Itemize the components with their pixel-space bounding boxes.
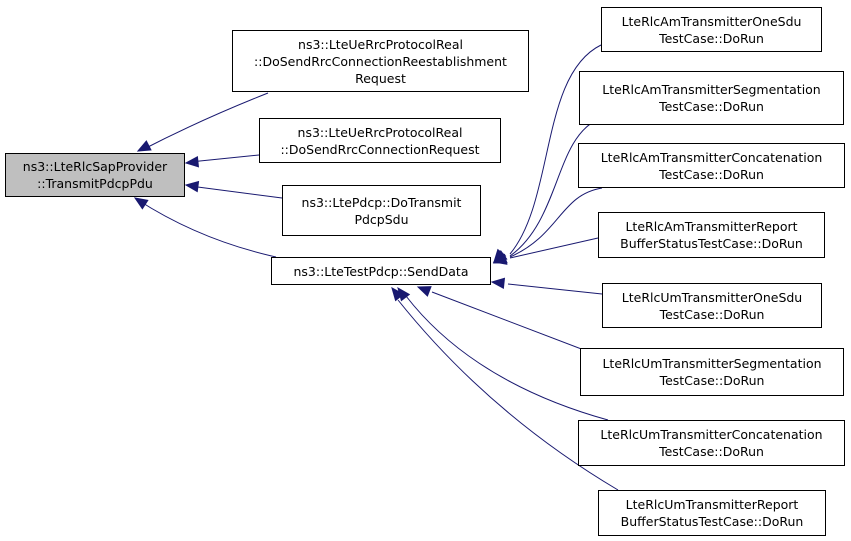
arrowhead-icon xyxy=(391,286,405,302)
node-label-line: ns3::LteUeRrcProtocolReal xyxy=(297,124,463,140)
node-label-line: PdcpSdu xyxy=(354,211,409,227)
node-send-rrc-connection-request[interactable]: ns3::LteUeRrcProtocolReal ::DoSendRrcCon… xyxy=(259,118,501,163)
node-am-one-sdu[interactable]: LteRlcAmTransmitterOneSdu TestCase::DoRu… xyxy=(601,7,822,52)
edge-am-concatenation-to-send-data xyxy=(509,187,603,258)
node-label-line: LteRlcAmTransmitterSegmentation xyxy=(602,82,821,97)
edge-send-rrc-reestablishment-to-transmit-pdcp-pdu xyxy=(141,92,269,151)
node-um-segmentation[interactable]: LteRlcUmTransmitterSegmentation TestCase… xyxy=(580,348,844,396)
edge-um-report-buffer-to-send-data xyxy=(397,299,619,491)
arrowhead-icon xyxy=(184,180,200,193)
edge-do-transmit-pdcp-sdu-to-transmit-pdcp-pdu xyxy=(189,185,283,199)
node-label-line: LteRlcAmTransmitterOneSdu xyxy=(621,13,802,29)
node-label-line: LteRlcAmTransmitterReport xyxy=(625,219,798,234)
node-am-concatenation[interactable]: LteRlcAmTransmitterConcatenation TestCas… xyxy=(578,143,845,188)
node-do-transmit-pdcp-sdu[interactable]: ns3::LtePdcp::DoTransmit PdcpSdu xyxy=(282,185,481,236)
node-label-line: TestCase::DoRun xyxy=(659,444,764,459)
edge-am-segmentation-to-send-data xyxy=(509,119,598,257)
edge-send-data-to-transmit-pdcp-pdu xyxy=(137,199,277,258)
node-label-line: BufferStatusTestCase::DoRun xyxy=(620,236,803,251)
node-label-line: TestCase::DoRun xyxy=(659,306,765,322)
node-label-line: LteRlcUmTransmitterReport xyxy=(625,497,799,512)
node-label-line: LteRlcUmTransmitterOneSdu xyxy=(621,289,803,305)
arrowhead-icon xyxy=(416,286,432,297)
node-label-line: ns3::LteUeRrcProtocolReal xyxy=(298,36,463,52)
node-label-line: TestCase::DoRun xyxy=(659,30,764,46)
node-send-data[interactable]: ns3::LteTestPdcp::SendData xyxy=(271,257,491,285)
node-am-report-buffer[interactable]: LteRlcAmTransmitterReport BufferStatusTe… xyxy=(598,212,825,258)
node-label-line: ::TransmitPdcpPdu xyxy=(37,176,153,191)
arrowhead-icon xyxy=(490,277,506,290)
edge-am-report-buffer-to-send-data xyxy=(509,237,599,259)
node-send-rrc-reestablishment[interactable]: ns3::LteUeRrcProtocolReal ::DoSendRrcCon… xyxy=(232,30,529,92)
node-label-line: LteRlcUmTransmitterSegmentation xyxy=(602,356,822,371)
edge-um-concatenation-to-send-data xyxy=(405,295,609,421)
node-transmit-pdcp-pdu: ns3::LteRlcSapProvider ::TransmitPdcpPdu xyxy=(5,153,185,197)
edge-um-one-sdu-to-send-data xyxy=(507,283,603,295)
node-label-line: ::DoSendRrcConnectionReestablishment xyxy=(254,53,507,69)
node-label-line: ns3::LtePdcp::DoTransmit xyxy=(301,194,462,210)
node-label-line: ns3::LteTestPdcp::SendData xyxy=(293,263,469,279)
node-label-line: ns3::LteRlcSapProvider xyxy=(22,159,168,174)
node-label-line: BufferStatusTestCase::DoRun xyxy=(620,514,804,529)
arrowhead-icon xyxy=(184,156,200,168)
edge-am-one-sdu-to-send-data xyxy=(509,44,602,255)
node-label-line: TestCase::DoRun xyxy=(659,166,764,182)
node-um-report-buffer[interactable]: LteRlcUmTransmitterReport BufferStatusTe… xyxy=(598,490,826,536)
node-label-line: Request xyxy=(355,70,406,86)
node-label-line: LteRlcAmTransmitterConcatenation xyxy=(600,149,823,165)
node-label-line: TestCase::DoRun xyxy=(659,99,764,114)
arrowhead-icon xyxy=(136,140,152,152)
node-um-one-sdu[interactable]: LteRlcUmTransmitterOneSdu TestCase::DoRu… xyxy=(602,283,822,328)
node-label-line: LteRlcUmTransmitterConcatenation xyxy=(600,427,823,442)
node-um-concatenation[interactable]: LteRlcUmTransmitterConcatenation TestCas… xyxy=(578,420,845,466)
arrowhead-icon xyxy=(492,253,508,265)
node-label-line: ::DoSendRrcConnectionRequest xyxy=(280,141,480,157)
arrowhead-icon xyxy=(133,197,149,210)
edge-send-rrc-connection-request-to-transmit-pdcp-pdu xyxy=(189,154,260,163)
edge-um-segmentation-to-send-data xyxy=(431,291,606,359)
node-label-line: TestCase::DoRun xyxy=(659,373,765,388)
node-am-segmentation[interactable]: LteRlcAmTransmitterSegmentation TestCase… xyxy=(579,71,844,125)
